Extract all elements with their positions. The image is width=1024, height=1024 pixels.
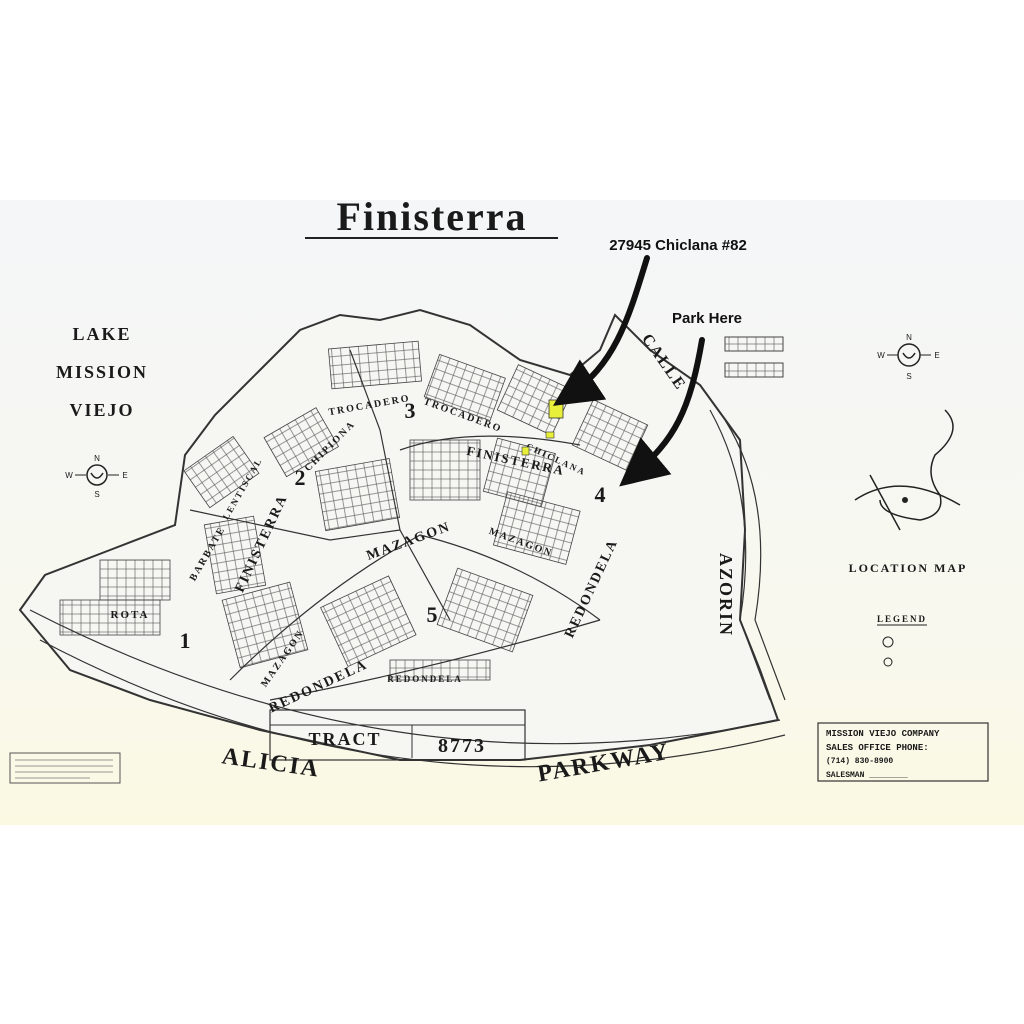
arrow-to-unit-icon	[552, 255, 650, 406]
sales-line-1: MISSION VIEJO COMPANY	[826, 729, 940, 739]
compass-s: S	[94, 490, 99, 499]
phase-5: 5	[427, 602, 438, 627]
sales-line-3: (714) 830-8900	[826, 757, 893, 766]
arrow-to-parking-icon	[619, 337, 705, 487]
compass-e: E	[122, 471, 127, 480]
legend-label: LEGEND	[877, 614, 927, 624]
street-lines	[29, 349, 786, 768]
street-alicia: ALICIA	[220, 743, 321, 782]
site-map-drawing: Finisterra LAKE MISSION VIEJO N S W E N …	[9, 194, 989, 788]
lake-label-line-3: VIEJO	[69, 400, 134, 420]
scale-bars	[724, 336, 784, 378]
site-map-sheet: Finisterra LAKE MISSION VIEJO N S W E N …	[0, 194, 1024, 825]
sales-office-box: MISSION VIEJO COMPANY SALES OFFICE PHONE…	[817, 722, 989, 782]
compass-right-s: S	[906, 372, 911, 381]
legend-symbol-2-icon	[883, 657, 893, 667]
disclaimer-lines	[15, 759, 113, 779]
compass-w: W	[65, 471, 73, 480]
legend-symbol-icon	[882, 636, 894, 648]
location-map-label: LOCATION MAP	[849, 561, 968, 575]
legend: LEGEND	[877, 614, 927, 667]
phase-3: 3	[405, 398, 416, 423]
tract-label: TRACT	[308, 729, 381, 749]
map-title: Finisterra	[336, 200, 527, 239]
street-redondela-3: REDONDELA	[387, 674, 463, 684]
location-map: LOCATION MAP	[849, 409, 968, 575]
unit-address-label: 27945 Chiclana #82	[609, 237, 747, 254]
tract-number: 8773	[438, 735, 486, 757]
compass-rose-icon: N S W E	[65, 454, 127, 499]
lake-label-line-2: MISSION	[56, 362, 148, 382]
lake-label-line-1: LAKE	[72, 324, 131, 344]
street-rota: ROTA	[111, 609, 150, 621]
compass-right-e: E	[934, 351, 939, 360]
park-here-label: Park Here	[672, 310, 742, 327]
lake-label: LAKE MISSION VIEJO	[56, 324, 148, 420]
phase-4: 4	[595, 482, 606, 507]
sales-line-2: SALES OFFICE PHONE:	[826, 743, 929, 753]
lot-blocks	[59, 340, 649, 681]
sales-line-4: SALESMAN ________	[826, 771, 908, 780]
phase-2: 2	[295, 465, 306, 490]
tract-band: TRACT 8773	[269, 709, 526, 761]
disclaimer-box	[9, 752, 121, 784]
compass-right-n: N	[906, 333, 912, 342]
compass-n: N	[94, 454, 100, 463]
compass-right-w: W	[877, 351, 885, 360]
compass-rose-right-icon: N S W E	[877, 333, 939, 381]
street-azorin: AZORIN	[716, 553, 736, 637]
phase-1: 1	[180, 628, 191, 653]
